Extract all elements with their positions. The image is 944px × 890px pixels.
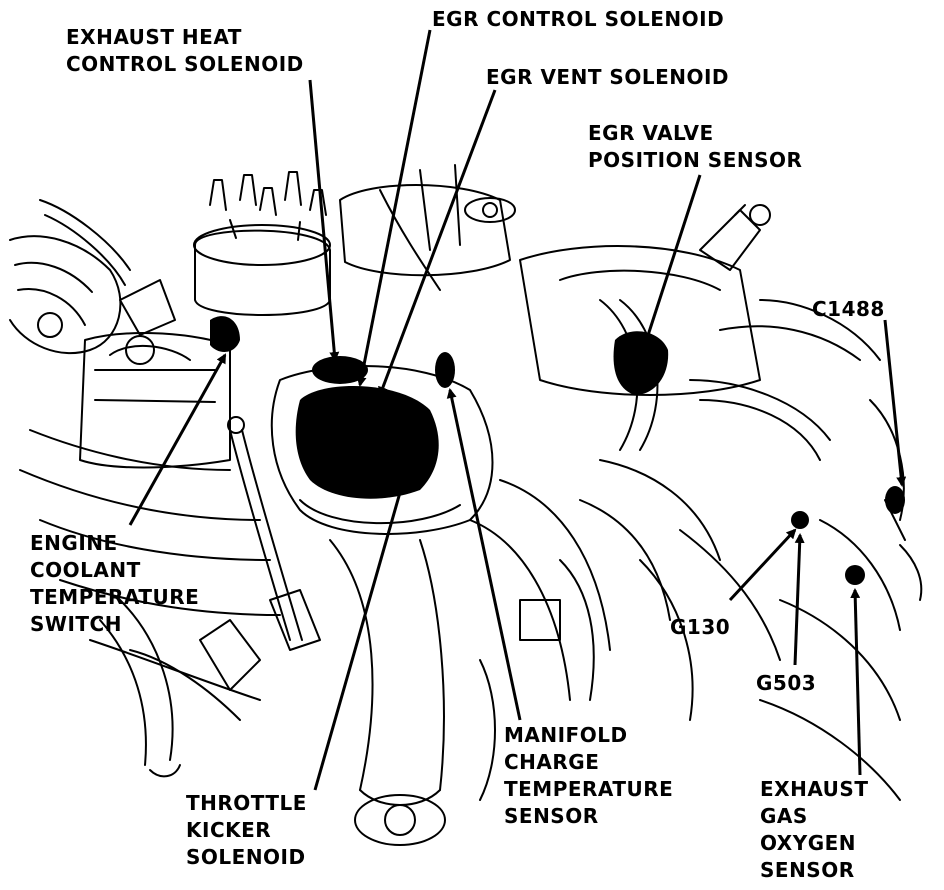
throttle-kicker-solenoid-shape <box>295 386 439 499</box>
leader-c1488 <box>883 319 907 487</box>
leader-g503 <box>793 533 805 666</box>
label-line: SENSOR <box>760 858 855 882</box>
label-manifold-charge-temperature-sensor: MANIFOLD CHARGE TEMPERATURE SENSOR <box>504 722 673 830</box>
label-line: CONTROL SOLENOID <box>66 52 304 76</box>
leader-egr-valve-pos <box>637 174 702 362</box>
leader-manifold-charge <box>446 388 522 721</box>
label-g130: G130 <box>670 614 730 641</box>
label-line: CHARGE <box>504 750 600 774</box>
label-line: SWITCH <box>30 612 122 636</box>
leader-g130 <box>728 528 797 602</box>
leader-exhaust-heat <box>308 79 340 362</box>
dipstick <box>229 429 291 641</box>
label-line: MANIFOLD <box>504 723 628 747</box>
left-valve-cover <box>79 332 231 469</box>
label-throttle-kicker-solenoid: THROTTLE KICKER SOLENOID <box>186 790 307 871</box>
label-line: GAS <box>760 804 808 828</box>
leader-exhaust-gas-o2 <box>850 588 862 776</box>
label-engine-coolant-temperature-switch: ENGINE COOLANT TEMPERATURE SWITCH <box>30 530 199 638</box>
right-valve-cover <box>519 245 761 396</box>
egr-valve-position-sensor-shape <box>613 331 669 395</box>
label-g503: G503 <box>756 670 816 697</box>
label-line: SOLENOID <box>186 845 306 869</box>
label-line: G130 <box>670 615 731 639</box>
label-line: THROTTLE <box>186 791 307 815</box>
label-line: ENGINE <box>30 531 118 555</box>
label-egr-valve-position-sensor: EGR VALVE POSITION SENSOR <box>588 120 802 174</box>
label-line: EXHAUST HEAT <box>66 25 242 49</box>
leader-engine-coolant <box>128 353 227 526</box>
label-line: G503 <box>756 671 817 695</box>
leader-egr-vent <box>378 89 497 397</box>
label-exhaust-heat-control-solenoid: EXHAUST HEAT CONTROL SOLENOID <box>66 24 304 78</box>
label-line: TEMPERATURE <box>30 585 200 609</box>
label-line: KICKER <box>186 818 272 842</box>
label-line: C1488 <box>812 297 885 321</box>
solenoid-masses <box>210 316 905 585</box>
label-line: SENSOR <box>504 804 599 828</box>
label-line: POSITION SENSOR <box>588 148 803 172</box>
label-line: EXHAUST <box>760 777 869 801</box>
label-egr-control-solenoid: EGR CONTROL SOLENOID <box>432 6 724 33</box>
label-c1488: C1488 <box>812 296 885 323</box>
pulley-outline <box>9 235 122 355</box>
label-line: EGR VALVE <box>588 121 714 145</box>
distributor <box>193 171 331 316</box>
label-line: OXYGEN <box>760 831 857 855</box>
label-line: EGR CONTROL SOLENOID <box>432 7 725 31</box>
label-line: EGR VENT SOLENOID <box>486 65 730 89</box>
leader-egr-control <box>356 29 432 387</box>
label-line: COOLANT <box>30 558 141 582</box>
label-exhaust-gas-oxygen-sensor: EXHAUST GAS OXYGEN SENSOR <box>760 776 868 884</box>
label-egr-vent-solenoid: EGR VENT SOLENOID <box>486 64 729 91</box>
leader-throttle-kicker <box>313 473 408 791</box>
label-line: TEMPERATURE <box>504 777 674 801</box>
